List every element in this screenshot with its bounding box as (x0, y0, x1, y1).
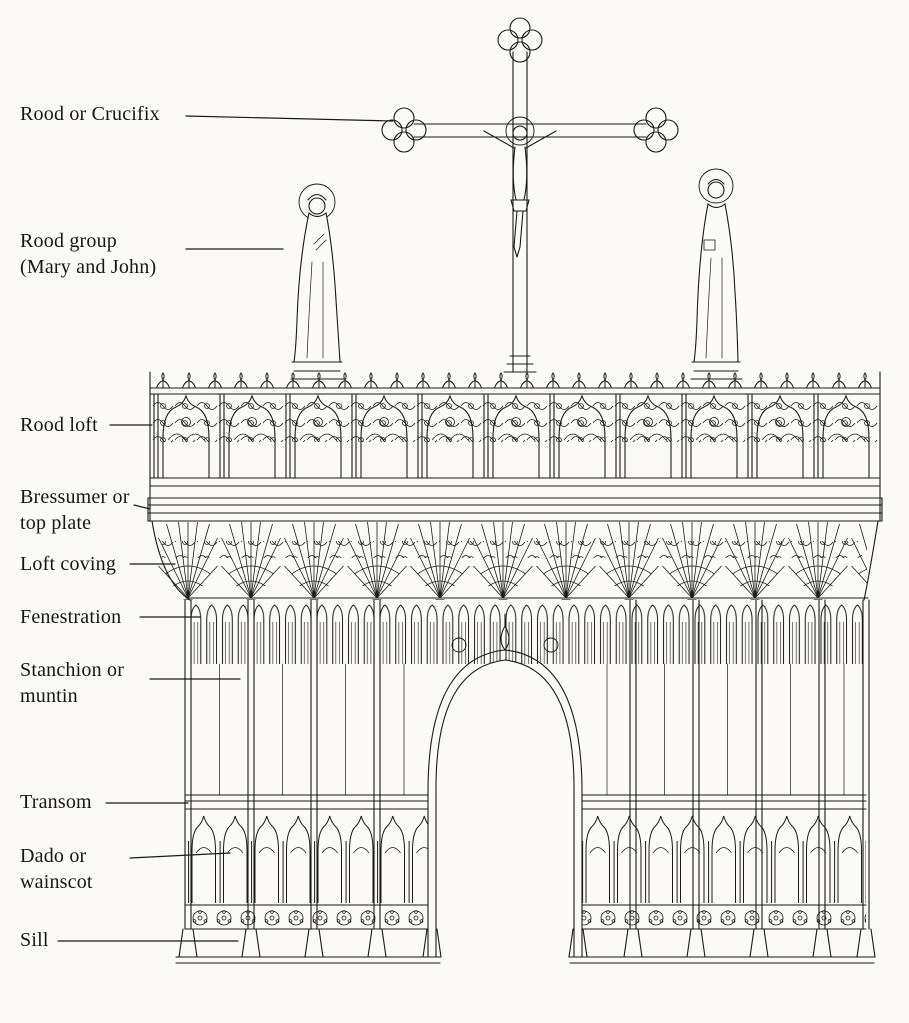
label-sill: Sill (20, 929, 49, 951)
quatrefoil-left-icon (381, 107, 427, 153)
stanchions (184, 599, 870, 930)
mary-statue (290, 183, 345, 380)
loft-coving (151, 520, 879, 601)
label-rood-or-crucifix: Rood or Crucifix (20, 103, 160, 125)
john-statue (690, 168, 743, 380)
sill-base (175, 928, 876, 964)
quatrefoil-right-icon (633, 107, 679, 153)
rood-loft-band (149, 371, 881, 522)
fenestration-band (188, 600, 866, 664)
label-transom: Transom (20, 791, 92, 813)
label-rood-loft: Rood loft (20, 414, 98, 436)
christ-figure (483, 116, 557, 258)
label-loft-coving: Loft coving (20, 553, 117, 575)
leader-lines (57, 115, 394, 942)
label-bressumer-or-top-plate: Bressumer or top plate (20, 486, 130, 535)
quatrefoil-top-icon (497, 17, 543, 63)
label-dado-or-wainscot: Dado or wainscot (20, 845, 93, 894)
muntins (219, 663, 845, 796)
leader-rood-or-crucifix (185, 115, 394, 122)
label-stanchion-or-muntin: Stanchion or muntin (20, 659, 125, 708)
transom-rail (184, 794, 867, 810)
leader-dado (129, 852, 231, 859)
bressumer-beam (147, 497, 883, 522)
label-fenestration: Fenestration (20, 606, 122, 628)
label-rood-group: Rood group (Mary and John) (20, 230, 157, 279)
dado-panels (184, 811, 867, 906)
doorway-arch (427, 613, 583, 958)
sill-band (184, 907, 867, 930)
crucifix (381, 17, 679, 373)
leader-bressumer (133, 504, 151, 510)
